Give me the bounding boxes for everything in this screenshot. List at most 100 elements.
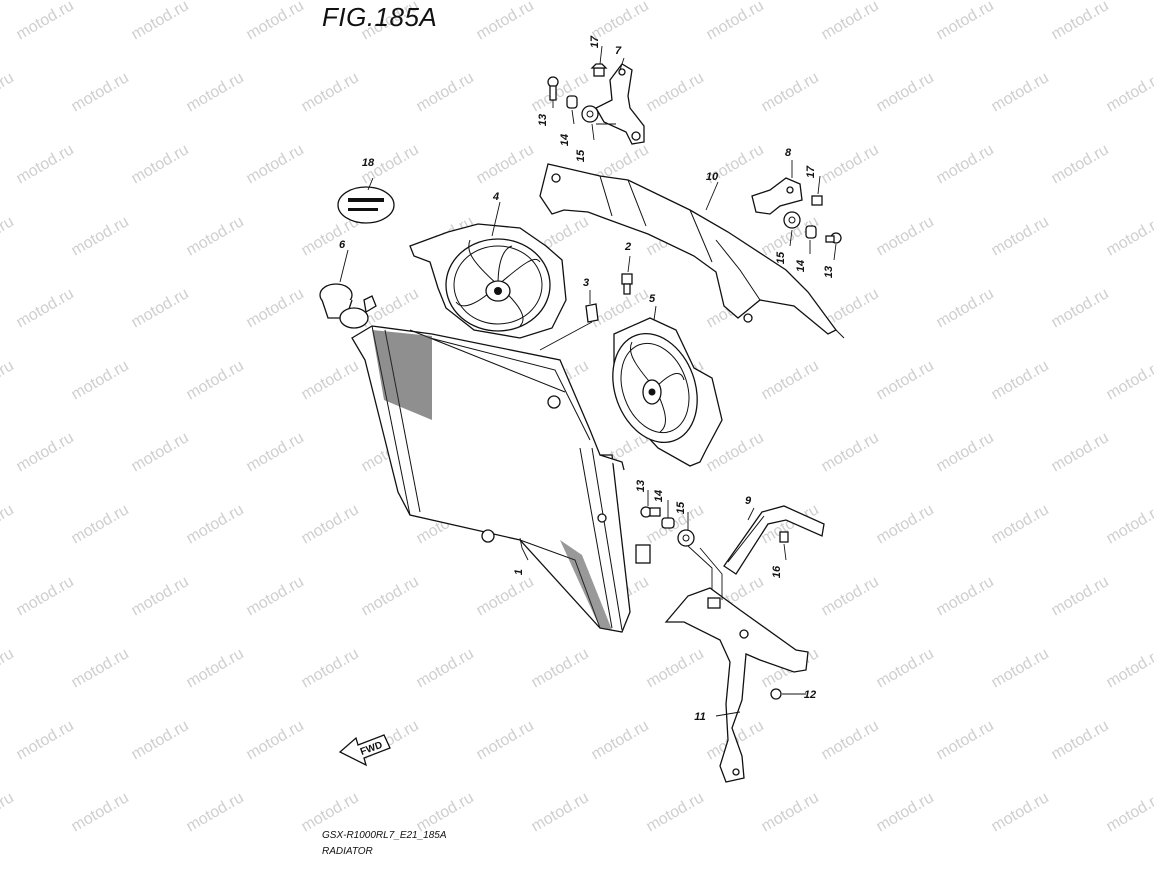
callout-number: 3 (583, 277, 589, 289)
watermark-text: motod.ru (874, 213, 937, 259)
callout-number: 1 (513, 569, 525, 575)
callout-number: 9 (745, 495, 752, 507)
right-bracket (752, 178, 802, 214)
watermark-text: motod.ru (529, 69, 592, 115)
watermark-text: motod.ru (69, 357, 132, 403)
watermark-text: motod.ru (644, 69, 707, 115)
watermark-text: motod.ru (1049, 573, 1112, 619)
watermark-text: motod.ru (69, 69, 132, 115)
watermark-text: motod.ru (1104, 789, 1154, 835)
watermark-text: motod.ru (414, 69, 477, 115)
watermark-text: motod.ru (244, 0, 307, 43)
callout-number: 4 (492, 191, 499, 203)
bolt-16 (780, 532, 788, 542)
watermark-text: motod.ru (874, 645, 937, 691)
watermark-text: motod.ru (819, 0, 882, 43)
watermark-text: motod.ru (644, 645, 707, 691)
watermark-text: motod.ru (989, 501, 1052, 547)
watermark-text: motod.ru (129, 141, 192, 187)
watermark-text: motod.ru (1049, 429, 1112, 475)
watermark-text: motod.ru (759, 789, 822, 835)
bolt-17-upper (592, 64, 606, 76)
callout-number: 6 (339, 239, 346, 251)
nut-12 (771, 689, 781, 699)
watermark-text: motod.ru (299, 645, 362, 691)
figure-name: RADIATOR (322, 846, 373, 857)
watermark-text: motod.ru (299, 789, 362, 835)
watermark-text: motod.ru (529, 645, 592, 691)
callout-number: 17 (589, 35, 601, 48)
callout-number: 14 (795, 260, 807, 272)
watermark-text: motod.ru (1104, 357, 1154, 403)
callout-number: 13 (537, 114, 549, 126)
watermark-text: motod.ru (69, 213, 132, 259)
watermark-text: motod.ru (184, 213, 247, 259)
callout-number: 5 (649, 293, 656, 305)
watermark-text: motod.ru (0, 789, 17, 835)
watermark-text: motod.ru (1104, 501, 1154, 547)
watermark-text: motod.ru (819, 573, 882, 619)
watermark-text: motod.ru (989, 645, 1052, 691)
callout-number: 13 (635, 480, 647, 492)
collar-14-upper (567, 96, 577, 108)
callout-number: 15 (775, 251, 787, 264)
callout-number: 15 (675, 501, 687, 514)
watermark-text: motod.ru (474, 717, 537, 763)
watermark-text: motod.ru (0, 213, 17, 259)
watermark-text: motod.ru (14, 285, 77, 331)
watermark-text: motod.ru (704, 0, 767, 43)
watermark-text: motod.ru (759, 69, 822, 115)
watermark-text: motod.ru (184, 69, 247, 115)
callout-number: 14 (653, 490, 665, 502)
watermark-text: motod.ru (989, 357, 1052, 403)
forward-direction-arrow: FWD (340, 735, 390, 765)
watermark-text: motod.ru (14, 141, 77, 187)
collar-14-lower (662, 518, 674, 528)
bolt-13-upper (548, 77, 558, 100)
watermark-text: motod.ru (14, 573, 77, 619)
callout-number: 2 (624, 241, 631, 253)
callout-number: 17 (805, 165, 817, 178)
watermark-text: motod.ru (69, 501, 132, 547)
cushion-15-right (784, 212, 800, 228)
watermark-text: motod.ru (414, 789, 477, 835)
watermark-text: motod.ru (934, 717, 997, 763)
cushion-15-lower (678, 530, 694, 546)
watermark-text: motod.ru (14, 0, 77, 43)
watermark-text: motod.ru (589, 717, 652, 763)
callout-number: 8 (785, 147, 792, 159)
watermark-text: motod.ru (129, 0, 192, 43)
watermark-text: motod.ru (874, 789, 937, 835)
watermark-text: motod.ru (1049, 0, 1112, 43)
watermark-text: motod.ru (1049, 285, 1112, 331)
watermark-text: motod.ru (934, 141, 997, 187)
watermark-text: motod.ru (184, 501, 247, 547)
bolt-17-right (812, 196, 822, 205)
watermark-text: motod.ru (299, 69, 362, 115)
watermark-text: motod.ru (129, 285, 192, 331)
watermark-text: motod.ru (129, 717, 192, 763)
lower-stay (666, 588, 808, 782)
watermark-text: motod.ru (184, 645, 247, 691)
cushion-15-upper (582, 106, 598, 122)
watermark-text: motod.ru (474, 141, 537, 187)
watermark-text: motod.ru (69, 789, 132, 835)
watermark-text: motod.ru (0, 69, 17, 115)
watermark-text: motod.ru (244, 429, 307, 475)
watermark-text: motod.ru (1104, 645, 1154, 691)
watermark-text: motod.ru (819, 717, 882, 763)
bolt-2 (622, 274, 632, 294)
watermark-text: motod.ru (474, 0, 537, 43)
watermark-text: motod.ru (0, 645, 17, 691)
callout-number: 14 (559, 134, 571, 146)
watermark-text: motod.ru (529, 789, 592, 835)
watermark-text: motod.ru (934, 429, 997, 475)
callout-number: 10 (706, 171, 719, 183)
watermark-text: motod.ru (989, 789, 1052, 835)
watermark-text: motod.ru (184, 357, 247, 403)
watermark-text: motod.ru (244, 285, 307, 331)
figure-code: GSX-R1000RL7_E21_185A (322, 830, 447, 841)
watermark-text: motod.ru (244, 573, 307, 619)
watermark-text: motod.ru (644, 789, 707, 835)
